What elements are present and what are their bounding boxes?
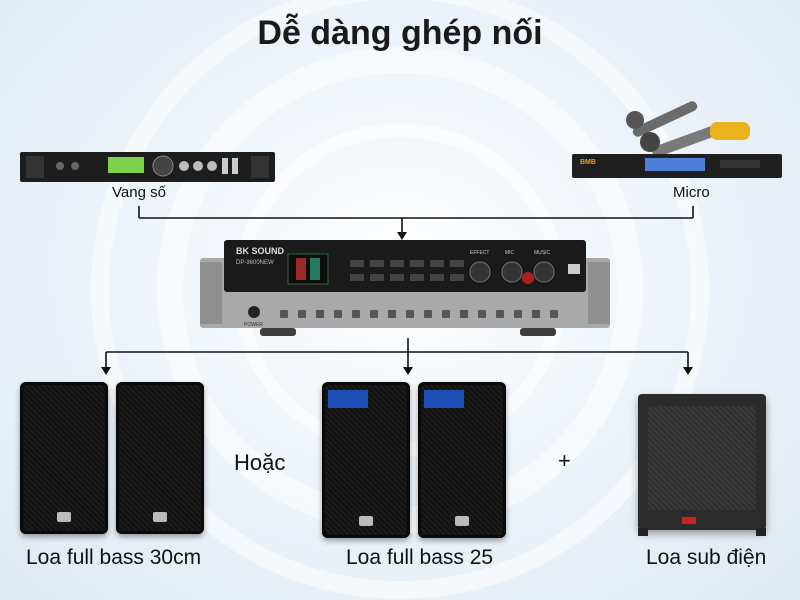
amplifier-device: BK SOUND DP-3600NEW EFFECT MIC MUSIC POW… [200, 240, 610, 336]
music-knob [533, 261, 555, 283]
amplifier-brand: BK SOUND [236, 246, 285, 256]
vang-so-device [20, 152, 275, 182]
full-25-label: Loa full bass 25 [346, 546, 494, 569]
microphone-icon [626, 101, 750, 157]
page-title: Dễ dàng ghép nối [257, 14, 543, 52]
speaker-tag [424, 390, 464, 408]
subwoofer [638, 394, 766, 536]
micro-device: BMB [572, 101, 782, 178]
micro-label: Micro [673, 184, 710, 201]
speaker-tag [328, 390, 368, 408]
amplifier-model: DP-3600NEW [236, 260, 274, 266]
speaker-full-25-right [418, 382, 506, 538]
mic-knob-label: MIC [505, 250, 515, 256]
svg-text:BMB: BMB [580, 159, 596, 166]
or-word: Hoặc [234, 450, 286, 475]
sub-label: Loa sub điện [646, 546, 767, 569]
vang-so-label: Vang số [112, 184, 166, 201]
plus-sign: + [558, 448, 571, 473]
power-icon [248, 306, 260, 318]
speaker-badge [455, 516, 469, 526]
full-30-label: Loa full bass 30cm [26, 546, 202, 569]
speaker-badge [57, 512, 71, 522]
mic-knob [501, 261, 523, 283]
music-knob-label: MUSIC [534, 250, 551, 256]
effect-knob [469, 261, 491, 283]
vang-so-display [108, 157, 144, 173]
speaker-full-25-left [322, 382, 410, 538]
speaker-badge [359, 516, 373, 526]
speaker-badge [153, 512, 167, 522]
speaker-full-30-left [20, 382, 108, 534]
effect-knob-label: EFFECT [470, 250, 489, 256]
power-label: POWER [244, 322, 263, 328]
speaker-full-30-right [116, 382, 204, 534]
